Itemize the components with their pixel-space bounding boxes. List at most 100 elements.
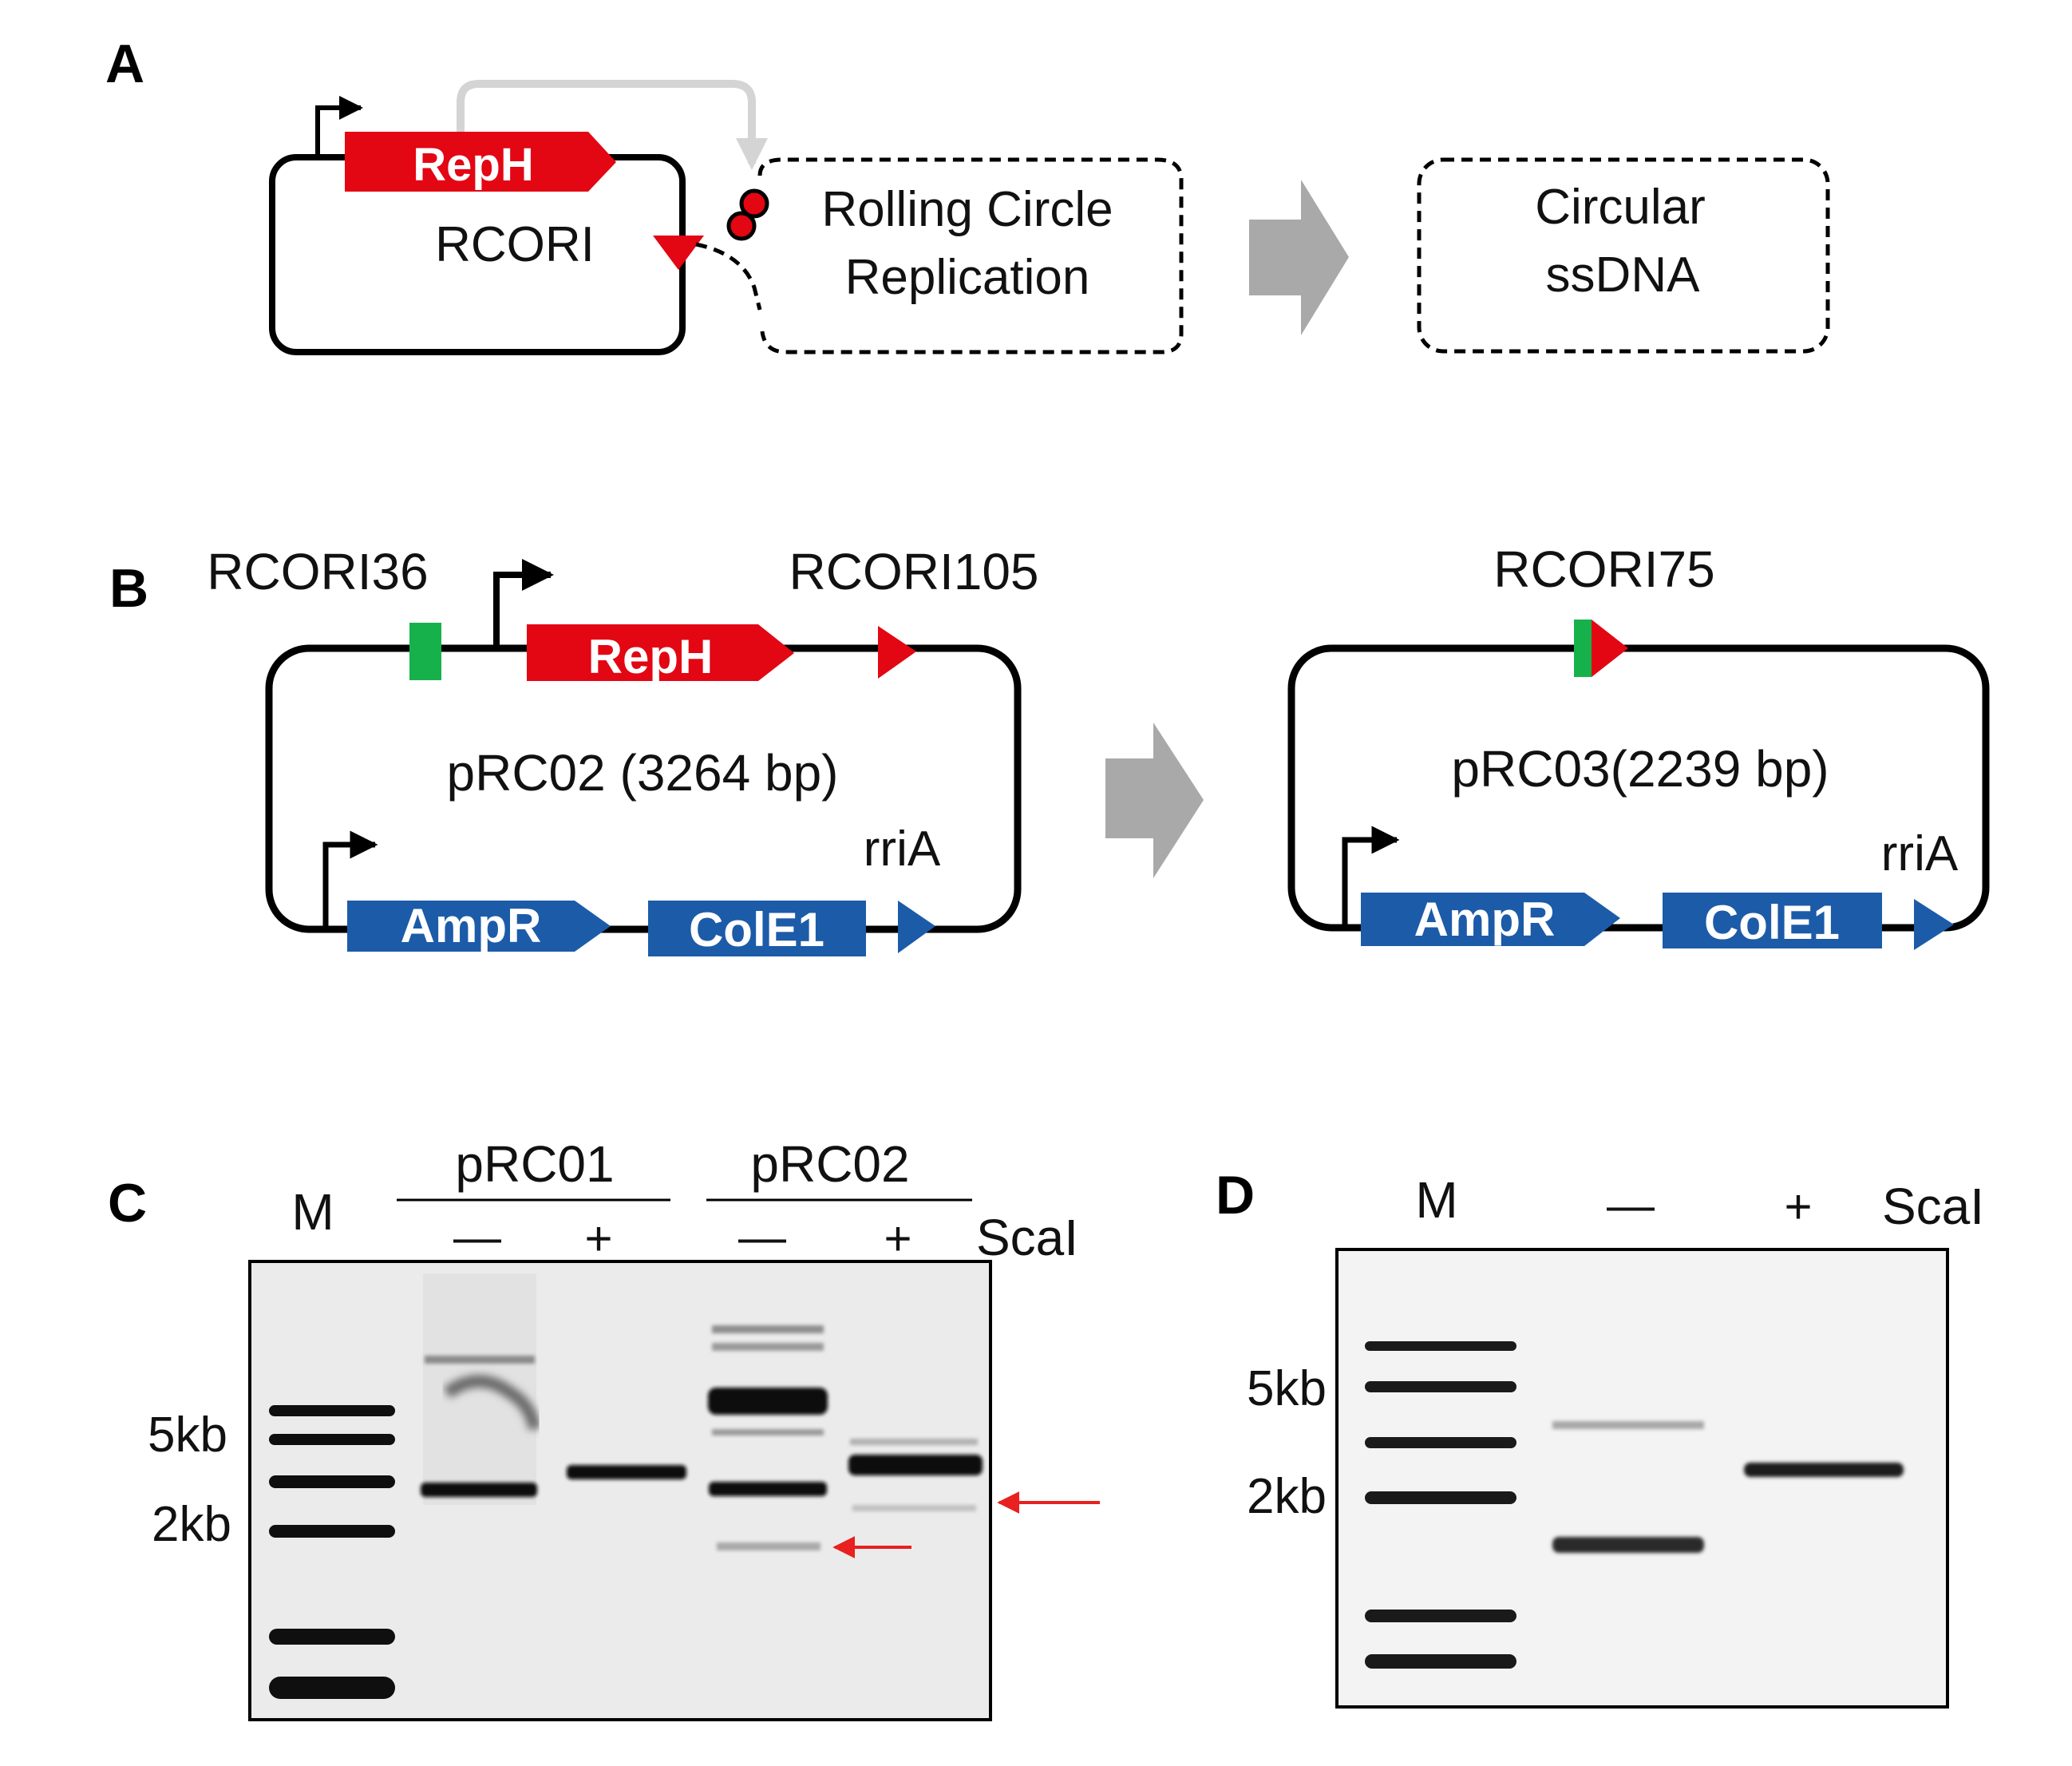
gel-band: [425, 1356, 535, 1364]
rria-terminator: [898, 901, 935, 953]
gel-band: [712, 1325, 824, 1333]
rcr-label-line1: Rolling Circle: [821, 182, 1113, 237]
product-dashed-box: [1417, 157, 1830, 354]
cole1-origin: [1663, 893, 1882, 948]
gel-band: [852, 1505, 976, 1511]
promoter-arrow-icon: [493, 559, 554, 648]
prc03-label: pRC03(2239 bp): [1451, 740, 1829, 798]
marker-lane-label: M: [291, 1183, 334, 1241]
ladder-band: [269, 1405, 395, 1416]
rria-terminator: [1914, 899, 1954, 950]
scai-label: ScaI: [1882, 1178, 1984, 1235]
lane-smear: [423, 1273, 536, 1505]
rcori36-label: RCORI36: [207, 543, 428, 600]
panel-b: B RCORI36 RCORI105 RepH pRC02 (3264 bp) …: [109, 540, 1990, 956]
rcr-dashed-box: [757, 157, 1184, 354]
rcori-label: RCORI: [435, 217, 595, 272]
plus-label: +: [884, 1212, 911, 1265]
rcori105-site: [878, 626, 916, 679]
cole1-label: ColE1: [689, 903, 824, 956]
gel-smear: [443, 1375, 541, 1431]
marker-lane-label: M: [1415, 1171, 1457, 1229]
gel-band: [709, 1482, 827, 1496]
gel-lane-d-plus: [1744, 1463, 1904, 1477]
gel-c: [248, 1260, 992, 1721]
ladder-band: [1365, 1654, 1516, 1669]
gel-band: [848, 1455, 983, 1475]
prc03-outline: [1287, 644, 1990, 932]
panel-c-label: C: [108, 1173, 147, 1233]
origin-triangle: [653, 236, 704, 270]
ladder-band: [269, 1525, 395, 1538]
product-label-line1: Circular: [1535, 180, 1706, 235]
product-label-line2: ssDNA: [1546, 247, 1701, 303]
promoter-arrow-icon: [315, 96, 363, 157]
gel-band: [712, 1429, 824, 1435]
cole1-label: ColE1: [1704, 896, 1840, 949]
reph-gene-label: RepH: [413, 139, 533, 191]
gel-band: [708, 1388, 828, 1415]
gel-lane-prc01-plus: [567, 1465, 686, 1479]
reph-gene-label: RepH: [588, 630, 714, 683]
ladder-band: [269, 1629, 395, 1645]
size-2kb-label: 2kb: [1247, 1469, 1327, 1524]
ladder-band: [1365, 1491, 1516, 1504]
process-arrow-icon: [1249, 180, 1349, 335]
prc01-group-label: pRC01: [455, 1135, 614, 1193]
rcori75-green: [1574, 620, 1592, 677]
gel-lane-prc02-minus: [708, 1325, 828, 1550]
dashed-link: [695, 242, 762, 311]
gel-band: [850, 1439, 978, 1445]
ampr-gene-label: AmpR: [1414, 893, 1556, 946]
minus-label: —: [453, 1210, 501, 1264]
ladder-band: [269, 1434, 395, 1445]
ampr-gene: [1361, 893, 1620, 946]
rcori36-site: [409, 623, 441, 680]
panel-c: C M pRC01 pRC02 — + — + ScaI 5kb 2kb: [108, 1135, 1100, 1721]
prc02-label: pRC02 (3264 bp): [447, 744, 839, 802]
gel-band: [567, 1465, 686, 1479]
reph-gene: [527, 624, 794, 681]
cole1-origin: [648, 901, 866, 956]
marker-ladder: [269, 1405, 395, 1699]
promoter-arrow-icon: [1342, 826, 1400, 928]
ampr-gene: [347, 901, 611, 952]
marker-ladder: [1365, 1341, 1516, 1669]
rcori105-label: RCORI105: [789, 543, 1039, 600]
gel-band: [1552, 1537, 1704, 1553]
promoter-arrow-icon: [322, 830, 378, 929]
minus-label: —: [738, 1210, 786, 1264]
ladder-band: [1365, 1381, 1516, 1392]
ladder-band: [269, 1475, 395, 1488]
ladder-band: [269, 1677, 395, 1699]
ladder-band: [1365, 1437, 1516, 1448]
panel-a-label: A: [105, 34, 144, 94]
gel-lane-prc01-minus: [421, 1273, 541, 1505]
reph-gene: [345, 132, 616, 192]
ladder-band: [1365, 1610, 1516, 1622]
size-2kb-label: 2kb: [152, 1497, 231, 1552]
gel-d: [1335, 1248, 1949, 1709]
rria-label: rriA: [1881, 826, 1959, 881]
rep-protein-dot: [739, 188, 769, 219]
plus-label: +: [584, 1212, 612, 1265]
panel-a: A RepH RCORI Rolling Circle Replication …: [105, 34, 1830, 355]
panel-d-label: D: [1216, 1165, 1255, 1226]
ampr-gene-label: AmpR: [401, 899, 542, 952]
size-5kb-label: 5kb: [148, 1408, 227, 1463]
plus-label: +: [1784, 1180, 1812, 1233]
scai-label: ScaI: [976, 1209, 1078, 1266]
minus-label: —: [1607, 1178, 1655, 1232]
gel-band: [1552, 1421, 1704, 1429]
gel-lane-d-minus: [1552, 1421, 1704, 1553]
rcori75-label: RCORI75: [1493, 540, 1714, 598]
feedback-arrow-icon: [457, 80, 768, 170]
gel-band: [421, 1483, 537, 1497]
gel-band: [717, 1542, 820, 1550]
ladder-band: [1365, 1341, 1516, 1351]
size-5kb-label: 5kb: [1247, 1361, 1327, 1416]
rria-label: rriA: [864, 822, 941, 877]
panel-d: D M — + ScaI 5kb 2kb: [1216, 1165, 1984, 1709]
rep-protein-dot: [726, 211, 757, 241]
